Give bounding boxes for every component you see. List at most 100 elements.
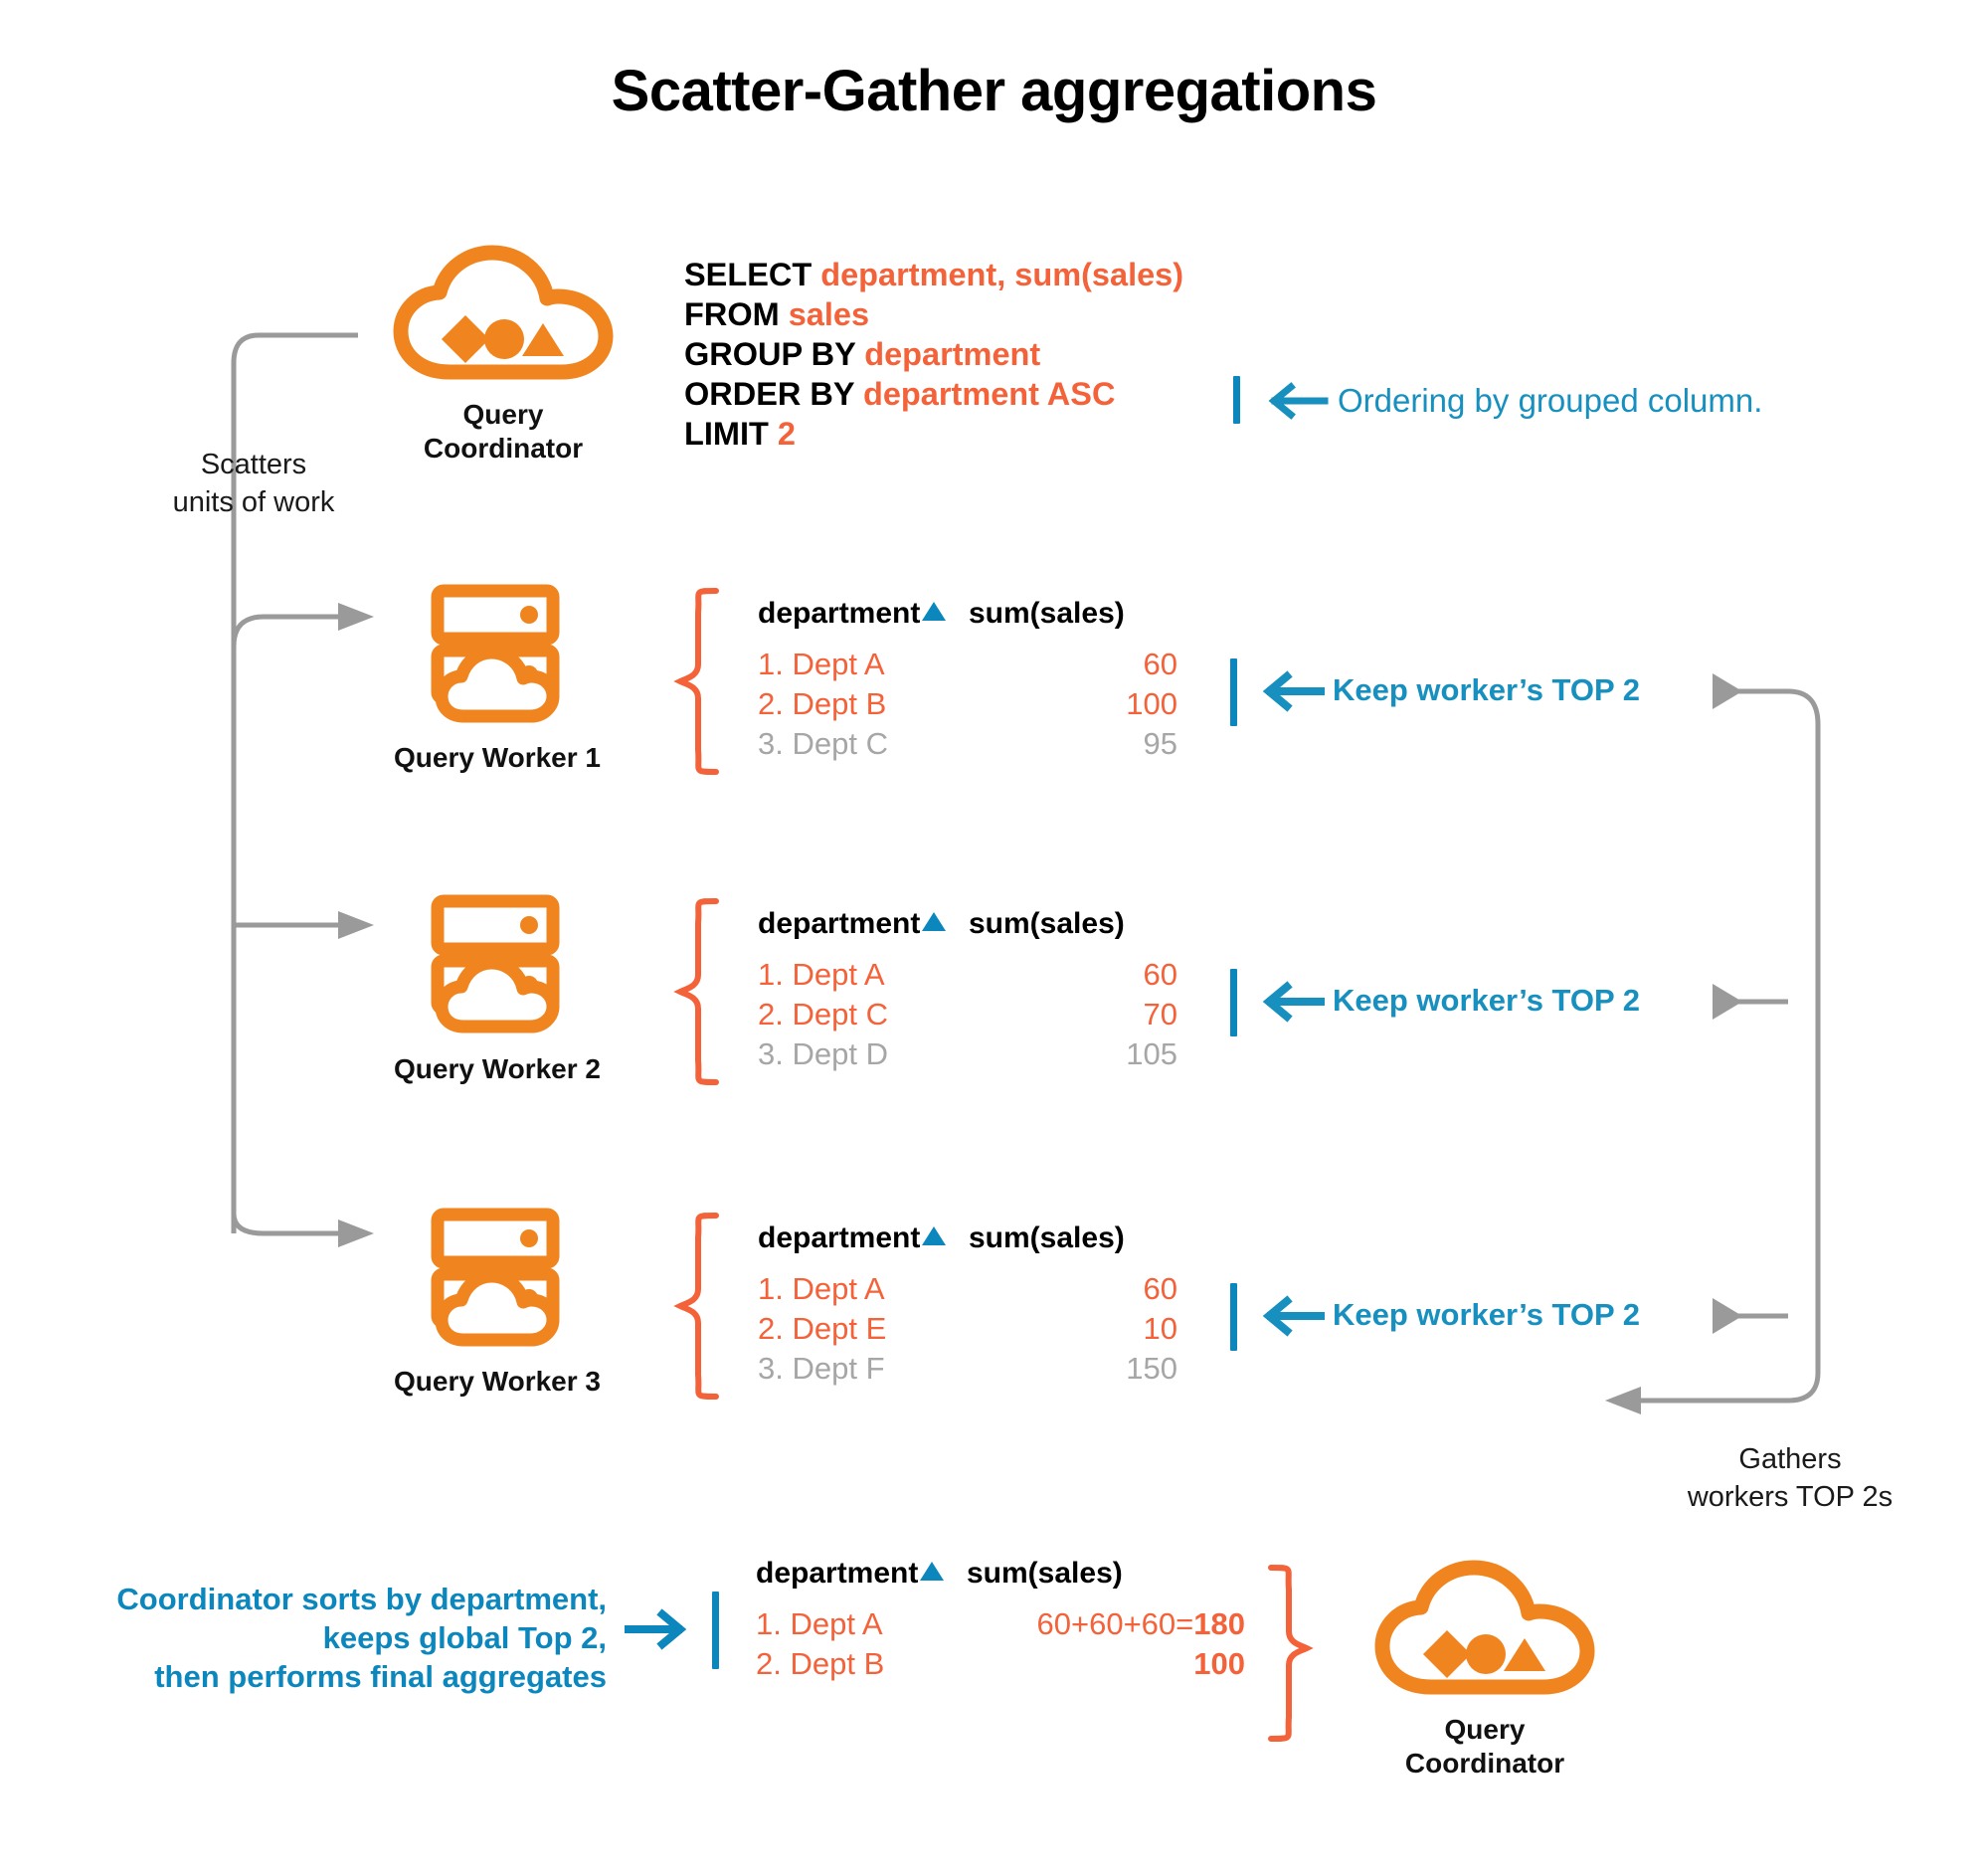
brace-worker-1 xyxy=(673,588,719,775)
row-rank: 2. xyxy=(758,997,784,1031)
row-value: 60 xyxy=(1143,647,1177,681)
scatter-arrows xyxy=(231,332,374,1247)
row-rank: 3. xyxy=(758,1036,784,1071)
coordinator-bottom-label: Query Coordinator xyxy=(1336,1713,1634,1781)
brace-worker-2 xyxy=(673,898,719,1085)
arrow-left-icon xyxy=(1262,981,1325,1023)
sql-annotation-bar xyxy=(1233,376,1240,424)
header-sum-sales: sum(sales) xyxy=(969,1221,1125,1254)
brace-worker-3 xyxy=(673,1213,719,1400)
row-department: Dept A xyxy=(792,957,885,992)
gather-arrows xyxy=(1605,688,1821,1414)
sql-line-0: SELECT department, sum(sales) xyxy=(684,255,1183,294)
arrow-right-icon xyxy=(625,1608,687,1650)
server-cloud-icon xyxy=(431,894,560,1033)
sql-keyword: GROUP BY xyxy=(684,336,856,372)
row-total: 100 xyxy=(1193,1646,1245,1681)
coordinator-top-label: Query Coordinator xyxy=(354,398,652,466)
row-department: Dept D xyxy=(792,1036,888,1071)
row-rank: 1. xyxy=(758,957,784,992)
final-note: Coordinator sorts by department, keeps g… xyxy=(20,1580,607,1696)
worker-1-keep-bar xyxy=(1230,658,1237,726)
row-department: Dept B xyxy=(790,1646,885,1681)
table-header-row: department sum(sales) xyxy=(758,1221,1177,1255)
table-row: 1. Dept A 60 xyxy=(758,955,1177,995)
sql-value: 2 xyxy=(777,416,796,452)
row-rank: 2. xyxy=(758,686,784,721)
server-cloud-icon xyxy=(431,1208,560,1347)
table-row: 2. Dept E 10 xyxy=(758,1309,1177,1349)
sql-keyword: SELECT xyxy=(684,257,813,292)
final-note-line1: Coordinator sorts by department, xyxy=(116,1582,607,1616)
sql-query-block: SELECT department, sum(sales) FROM sales… xyxy=(684,255,1183,454)
worker-2-annotation: Keep worker’s TOP 2 xyxy=(1333,983,1641,1018)
row-expression: 60+60+60= xyxy=(1036,1606,1194,1641)
table-row: 3. Dept F 150 xyxy=(758,1349,1177,1389)
row-department: Dept B xyxy=(792,686,887,721)
final-result-table: department sum(sales) 1. Dept A 60+60+60… xyxy=(756,1557,1245,1684)
final-note-line2: keeps global Top 2, xyxy=(322,1620,607,1655)
server-cloud-icon xyxy=(431,584,560,723)
row-department: Dept F xyxy=(792,1351,885,1386)
sql-value: sales xyxy=(788,296,870,332)
header-sum-sales: sum(sales) xyxy=(967,1557,1123,1590)
gather-note: Gathers workers TOP 2s xyxy=(1601,1440,1979,1516)
row-rank: 1. xyxy=(758,647,784,681)
sql-line-4: LIMIT 2 xyxy=(684,414,1183,454)
worker-1-label: Query Worker 1 xyxy=(393,742,602,773)
sql-value: department ASC xyxy=(863,376,1116,412)
page-title: Scatter-Gather aggregations xyxy=(611,59,1377,123)
worker-3-label: Query Worker 3 xyxy=(393,1366,602,1397)
coordinator-bottom-label-line2: Coordinator xyxy=(1404,1748,1565,1779)
worker-2-keep-bar xyxy=(1230,969,1237,1036)
table-row: 2. Dept B 100 xyxy=(758,684,1177,724)
arrow-left-icon xyxy=(1268,382,1329,420)
sql-keyword: LIMIT xyxy=(684,416,769,452)
row-rank: 1. xyxy=(756,1606,782,1641)
worker-3-annotation: Keep worker’s TOP 2 xyxy=(1333,1297,1641,1332)
row-department: Dept C xyxy=(792,997,888,1031)
gather-note-line2: workers TOP 2s xyxy=(1687,1481,1894,1513)
worker-2-result-table: department sum(sales) 1. Dept A 60 2. De… xyxy=(758,907,1177,1074)
table-header-row: department sum(sales) xyxy=(756,1557,1245,1591)
table-header-row: department sum(sales) xyxy=(758,907,1177,941)
worker-1-result-table: department sum(sales) 1. Dept A 60 2. De… xyxy=(758,597,1177,764)
cloud-shapes-icon xyxy=(1374,1560,1595,1695)
coordinator-top-label-line1: Query xyxy=(462,399,544,430)
sql-keyword: FROM xyxy=(684,296,780,332)
row-value: 105 xyxy=(1126,1036,1177,1071)
brace-final xyxy=(1268,1565,1314,1742)
worker-1-annotation: Keep worker’s TOP 2 xyxy=(1333,672,1641,707)
row-value: 70 xyxy=(1143,997,1177,1031)
header-department: department xyxy=(758,907,921,940)
row-department: Dept A xyxy=(792,1271,885,1306)
sql-line-2: GROUP BY department xyxy=(684,334,1183,374)
row-value: 95 xyxy=(1143,726,1177,761)
final-note-line3: then performs final aggregates xyxy=(154,1659,607,1694)
scatter-note-line2: units of work xyxy=(172,486,335,518)
row-value: 100 xyxy=(1126,686,1177,721)
row-value: 60 xyxy=(1143,957,1177,992)
sql-line-3: ORDER BY department ASC xyxy=(684,374,1183,414)
table-row: 2. Dept B 100 xyxy=(756,1644,1245,1684)
table-row: 3. Dept D 105 xyxy=(758,1034,1177,1074)
coordinator-top-label-line2: Coordinator xyxy=(423,433,584,464)
header-department: department xyxy=(758,1221,921,1254)
sql-keyword: ORDER BY xyxy=(684,376,854,412)
arrow-left-icon xyxy=(1262,670,1325,712)
cloud-shapes-icon xyxy=(393,245,614,380)
row-value: 10 xyxy=(1143,1311,1177,1346)
worker-2-label: Query Worker 2 xyxy=(393,1053,602,1084)
arrow-left-icon xyxy=(1262,1295,1325,1337)
header-department: department xyxy=(756,1557,919,1590)
sql-line-1: FROM sales xyxy=(684,294,1183,334)
row-rank: 2. xyxy=(756,1646,782,1681)
row-rank: 3. xyxy=(758,1351,784,1386)
header-department: department xyxy=(758,597,921,630)
sql-annotation-text: Ordering by grouped column. xyxy=(1338,382,1763,419)
row-department: Dept E xyxy=(792,1311,887,1346)
table-row: 1. Dept A 60 xyxy=(758,1269,1177,1309)
row-department: Dept A xyxy=(790,1606,883,1641)
scatter-note-line1: Scatters xyxy=(200,449,307,480)
